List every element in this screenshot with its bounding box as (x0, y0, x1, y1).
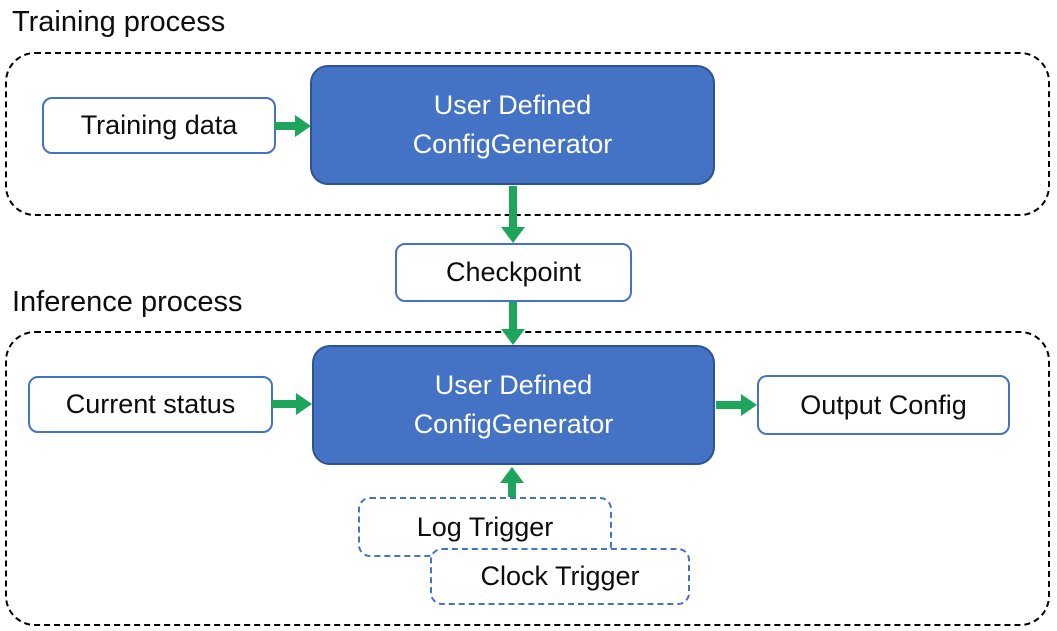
training-data-node: Training data (42, 97, 276, 154)
config-generator-training-label-line1: User Defined (433, 89, 592, 120)
clock-trigger-label: Clock Trigger (480, 561, 640, 591)
output-config-node: Output Config (757, 375, 1010, 435)
arrow-head (500, 467, 524, 483)
output-config-label: Output Config (800, 389, 967, 420)
config-generator-training-label-line2: ConfigGenerator (412, 129, 613, 159)
arrow-head (296, 393, 312, 415)
arrow-generator-to-checkpoint-icon (501, 186, 525, 243)
arrow-head (741, 394, 757, 416)
checkpoint-label: Checkpoint (445, 257, 582, 287)
arrow-generator-to-output-config-icon (716, 394, 757, 416)
arrow-training-data-to-generator-icon (274, 115, 311, 137)
arrow-head (295, 115, 311, 137)
config-generator-inference-label-line2: ConfigGenerator (413, 409, 614, 439)
arrow-shaft (272, 400, 296, 408)
arrow-checkpoint-to-inference-generator-icon (501, 302, 525, 345)
inference-process-container (5, 331, 1050, 626)
config-generator-inference-node: User Defined ConfigGenerator (312, 345, 715, 465)
arrow-shaft (274, 122, 295, 130)
arrow-shaft (508, 483, 516, 497)
clock-trigger-node: Clock Trigger (430, 548, 690, 605)
arrow-shaft (509, 302, 517, 329)
config-generator-training-node: User Defined ConfigGenerator (310, 65, 715, 185)
arrow-head (501, 227, 525, 243)
log-trigger-label: Log Trigger (416, 511, 554, 542)
training-process-container (5, 52, 1050, 216)
training-process-title: Training process (12, 6, 226, 38)
arrow-current-status-to-generator-icon (272, 393, 312, 415)
training-data-label: Training data (80, 110, 238, 140)
arrow-shaft (509, 186, 517, 227)
log-trigger-node: Log Trigger (358, 497, 612, 557)
current-status-label: Current status (65, 389, 236, 419)
current-status-node: Current status (28, 376, 273, 433)
inference-process-title: Inference process (12, 286, 243, 318)
config-generator-inference-label-line1: User Defined (434, 369, 593, 400)
checkpoint-node: Checkpoint (395, 243, 632, 302)
arrow-shaft (716, 401, 741, 409)
arrow-triggers-to-generator-icon (500, 467, 524, 497)
arrow-head (501, 329, 525, 345)
